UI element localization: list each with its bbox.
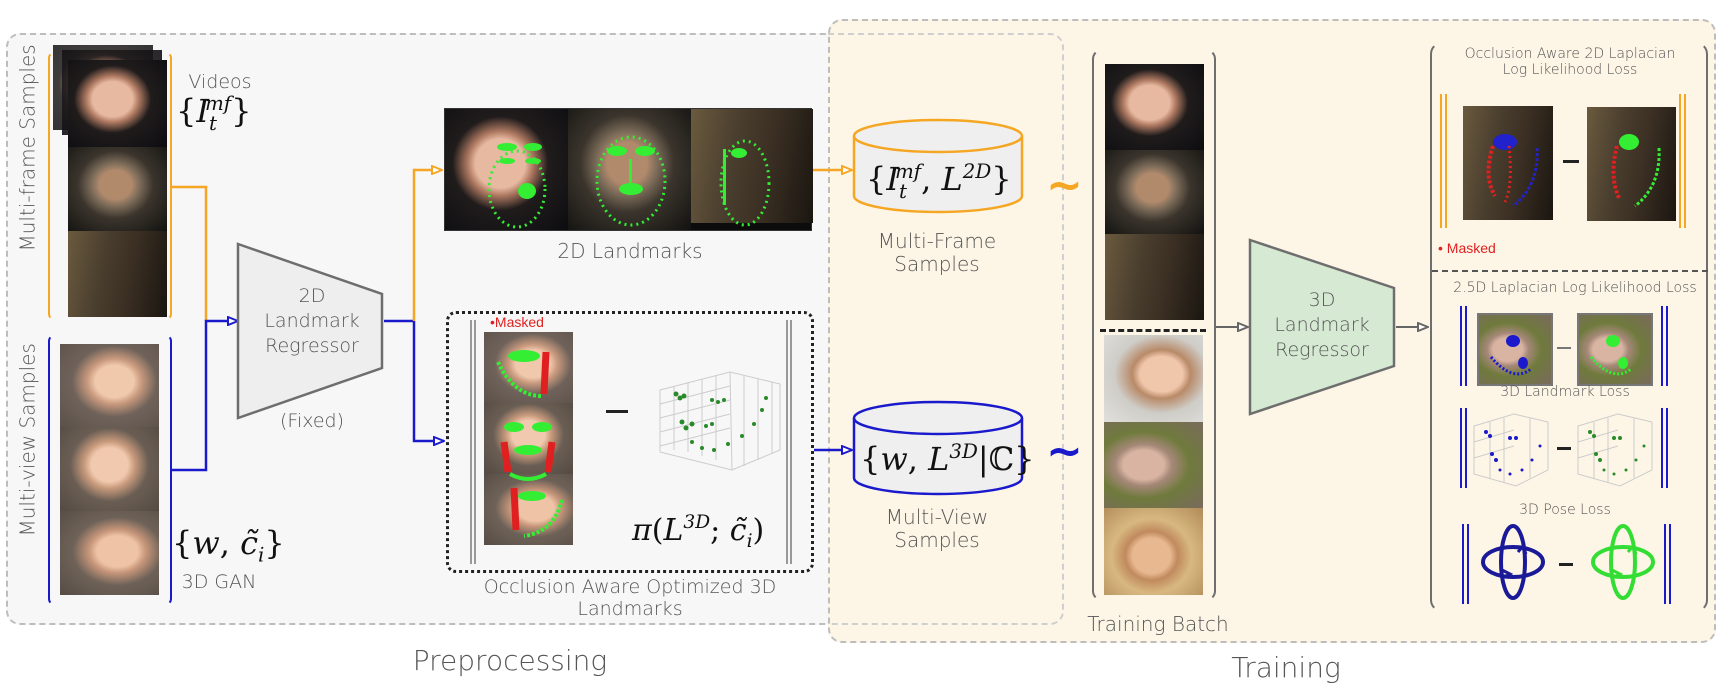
regressor-2d-line: 2D — [298, 285, 326, 307]
multi-frame-caption-line: Multi-Frame — [877, 229, 997, 253]
loss-pose-norm-right — [1664, 524, 1671, 604]
regressor-3d-line: Landmark — [1274, 314, 1370, 336]
loss-3d-pose-title: 3D Pose Loss — [1519, 502, 1611, 518]
multi-frame-dataset-caption: Multi-Frame Samples — [862, 230, 1012, 276]
regressor-2d-shape — [236, 242, 384, 420]
loss-2d-norm-right — [1679, 94, 1686, 228]
loss-2d-title: Occlusion Aware 2D Laplacian Log Likelih… — [1440, 46, 1700, 78]
regressor-3d-line: Regressor — [1275, 339, 1369, 361]
training-batch-caption: Training Batch — [1087, 612, 1229, 636]
landmark-points-2d — [487, 135, 771, 229]
masked-face-front — [484, 403, 573, 474]
norm-bar-right — [786, 320, 792, 564]
training-batch-bracket — [1092, 49, 1216, 601]
optimized-3d-caption-line: Occlusion Aware Optimized 3D — [483, 576, 777, 598]
loss-3d-landmark-minus — [1557, 447, 1571, 450]
landmarks-2d-caption: 2D Landmarks — [557, 239, 703, 263]
optimized-3d-landmarks-box — [446, 311, 814, 573]
loss-3d-landmark-norm-right — [1661, 408, 1668, 488]
video-frame-speaker — [68, 60, 167, 147]
multi-view-bracket — [48, 335, 172, 605]
regressor-3d-label: 3D Landmark Regressor — [1262, 288, 1382, 363]
losses-bracket — [1430, 42, 1708, 612]
regressor-2d-line: Landmark — [264, 310, 360, 332]
loss-2d-masked-legend: • Masked — [1438, 240, 1496, 256]
loss-2d-title-line: Occlusion Aware 2D Laplacian — [1464, 46, 1676, 62]
3d-landmark-plot — [659, 371, 781, 471]
3d-gan-caption: 3D GAN — [181, 571, 257, 593]
loss-2d-title-line: Log Likelihood Loss — [1502, 62, 1638, 79]
batch-frame-bearded-man — [1105, 150, 1204, 234]
minus-sign — [606, 410, 628, 413]
regressor-3d-shape — [1248, 238, 1396, 416]
multi-frame-dataset-math: {Itmf, L2D} — [866, 160, 1012, 203]
loss-pose-norm-left — [1462, 524, 1469, 604]
norm-bar-left — [470, 320, 476, 564]
loss-2d-pred-face — [1463, 106, 1553, 220]
loss-2d-norm-left — [1440, 94, 1447, 228]
multi-frame-caption-line: Samples — [894, 252, 980, 276]
loss-pose-minus — [1559, 563, 1573, 566]
gt-rotation-icon — [1591, 524, 1655, 600]
multi-frame-sampling-symbol: ~ — [1046, 160, 1083, 211]
multi-frame-bracket — [48, 52, 172, 320]
loss-3d-landmark-plots — [1473, 413, 1653, 487]
multi-view-dataset-math: {w, L3D|ℂ} — [860, 440, 1035, 478]
batch-frame-speaker — [1105, 64, 1204, 150]
regressor-3d-line: 3D — [1308, 289, 1336, 311]
pred-rotation-icon — [1481, 524, 1545, 600]
batch-divider — [1100, 329, 1206, 332]
video-frame-woman-profile — [68, 231, 167, 317]
loss-25d-title: 2.5D Laplacian Log Likelihood Loss — [1453, 280, 1697, 296]
projection-math: π(L3D; c̃i) — [632, 512, 765, 552]
video-set-math: {Itmf} — [176, 92, 252, 135]
optimized-3d-caption: Occlusion Aware Optimized 3D Landmarks — [460, 576, 800, 621]
loss-2d-landmarks — [1486, 134, 1661, 208]
gan-latent-math: {w, c̃i} — [172, 524, 285, 567]
gan-face-view-front — [60, 427, 159, 511]
multi-frame-samples-label: Multi-frame Samples — [15, 44, 40, 252]
regressor-2d-label: 2D Landmark Regressor — [252, 284, 372, 359]
loss-3d-landmark-norm-left — [1460, 408, 1467, 488]
videos-caption: Videos — [188, 71, 252, 93]
multi-view-caption-line: Multi-View — [885, 505, 989, 529]
loss-25d-landmarks — [1489, 335, 1632, 376]
loss-2d-gt-face — [1587, 107, 1676, 221]
multi-view-dataset-cylinder — [852, 400, 1024, 496]
regressor-2d-line: Regressor — [265, 335, 359, 357]
video-frame-bearded-man — [68, 147, 167, 231]
loss-divider — [1432, 270, 1708, 272]
multi-view-dataset-caption: Multi-View Samples — [862, 506, 1012, 552]
regressor-fixed-note: (Fixed) — [279, 410, 345, 432]
batch-face-profile-man — [1104, 422, 1203, 508]
multi-view-caption-line: Samples — [894, 528, 980, 552]
masked-landmark-points — [496, 350, 564, 538]
gan-face-view-right — [60, 511, 159, 595]
loss-3d-landmark-title: 3D Landmark Loss — [1500, 384, 1630, 400]
loss-25d-minus — [1557, 347, 1571, 349]
masked-legend: •Masked — [490, 314, 544, 330]
training-section-label: Training — [1231, 651, 1341, 684]
batch-frame-woman-profile — [1105, 234, 1204, 320]
landmark-frame-woman-profile — [691, 109, 813, 223]
optimized-3d-caption-line: Landmarks — [577, 597, 683, 620]
landmarks-2d-strip — [444, 108, 813, 231]
loss-25d-norm-left — [1460, 306, 1467, 386]
loss-25d-pred-face — [1477, 313, 1553, 386]
batch-face-smiling-man — [1104, 335, 1203, 422]
multi-frame-dataset-cylinder — [852, 118, 1024, 214]
landmark-frame-speaker — [445, 109, 568, 230]
batch-face-smiling-boy — [1104, 508, 1203, 595]
loss-2d-minus — [1563, 160, 1579, 163]
gan-face-view-left — [60, 344, 159, 427]
multi-view-samples-label: Multi-view Samples — [15, 343, 40, 537]
loss-25d-gt-face — [1577, 313, 1653, 386]
loss-25d-norm-right — [1661, 306, 1668, 386]
preprocessing-panel-overlap-border — [828, 33, 1064, 625]
preprocessing-section-label: Preprocessing — [412, 644, 608, 677]
multi-view-sampling-symbol: ~ — [1046, 426, 1083, 477]
